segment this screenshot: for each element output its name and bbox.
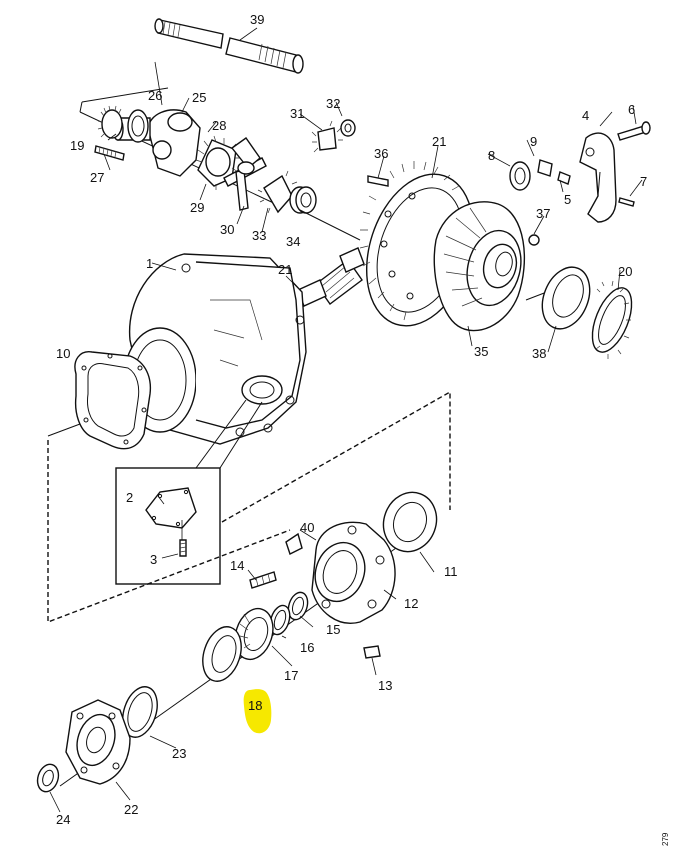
leader-lines	[49, 27, 643, 813]
part-number-labels: 1 2 3 4 5 6 7 8 9 10 11 12 13 14 15 16 1…	[56, 12, 670, 846]
flange-22-and-seal-23	[36, 686, 158, 793]
part-label-21-ring-gear: 21	[432, 134, 446, 149]
part-label-23: 23	[172, 746, 186, 761]
highlight-marker	[243, 689, 272, 734]
part-label-26: 26	[148, 88, 162, 103]
part-label-12: 12	[404, 596, 418, 611]
figure-code: 279	[661, 832, 670, 846]
part-label-18: 18	[248, 698, 262, 713]
part-label-34: 34	[286, 234, 300, 249]
part-label-7: 7	[640, 174, 647, 189]
part-label-38: 38	[532, 346, 546, 361]
part-label-8: 8	[488, 148, 495, 163]
part-label-31: 31	[290, 106, 304, 121]
axle-housing-1	[123, 253, 307, 469]
gasket-10	[47, 351, 152, 450]
part-label-15: 15	[326, 622, 340, 637]
part-label-40: 40	[300, 520, 314, 535]
part-label-33: 33	[252, 228, 266, 243]
part-label-10: 10	[56, 346, 70, 361]
part-label-16: 16	[300, 640, 314, 655]
part-label-37: 37	[536, 206, 550, 221]
inset-detail-box	[115, 467, 221, 585]
part-label-35: 35	[474, 344, 488, 359]
pinion-carrier-12	[59, 491, 438, 787]
part-label-32: 32	[326, 96, 340, 111]
part-label-21-pinion: 21	[278, 262, 292, 277]
mounting-bracket-4	[579, 121, 651, 223]
part-label-22: 22	[124, 802, 138, 817]
part-label-27: 27	[90, 170, 104, 185]
part-label-4: 4	[582, 108, 589, 123]
part-label-2: 2	[126, 490, 133, 505]
part-label-14: 14	[230, 558, 244, 573]
part-label-17: 17	[284, 668, 298, 683]
part-label-19: 19	[70, 138, 84, 153]
part-label-1: 1	[146, 256, 153, 271]
pinion-bearings-16-17-18	[202, 604, 291, 682]
part-label-6: 6	[628, 102, 635, 117]
part-label-3: 3	[150, 552, 157, 567]
dashed-outline	[47, 390, 451, 624]
part-label-13: 13	[378, 678, 392, 693]
part-label-36: 36	[374, 146, 388, 161]
axle-shaft-39	[154, 18, 304, 74]
ring-gear-and-carrier	[199, 159, 633, 359]
part-label-11: 11	[444, 564, 458, 579]
part-label-29: 29	[190, 200, 204, 215]
part-label-20: 20	[618, 264, 632, 279]
part-label-5: 5	[564, 192, 571, 207]
part-label-28: 28	[212, 118, 226, 133]
part-label-39: 39	[250, 12, 264, 27]
differential-case-assembly	[79, 87, 356, 214]
part-label-25: 25	[192, 90, 206, 105]
part-label-30: 30	[220, 222, 234, 237]
part-label-9: 9	[530, 134, 537, 149]
part-label-24: 24	[56, 812, 70, 827]
